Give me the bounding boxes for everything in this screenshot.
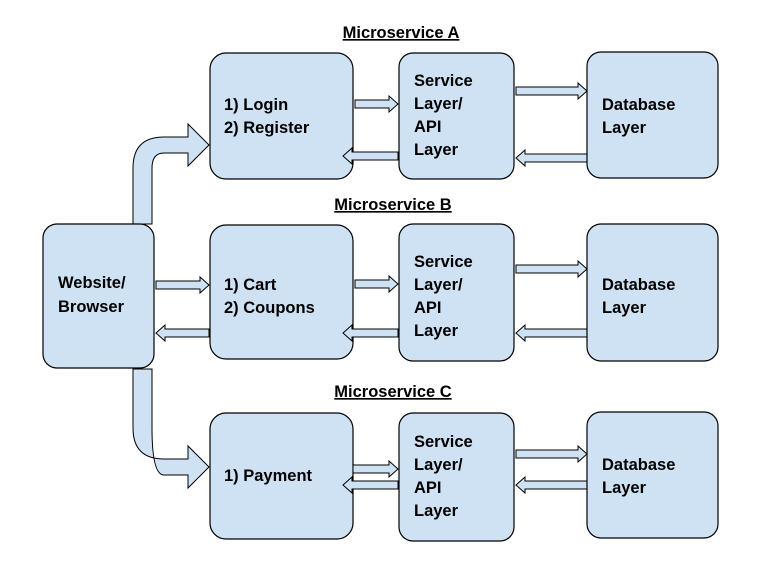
microservice-c-service-layer-box: Service Layer/ API Layer bbox=[398, 412, 515, 542]
c-database-line-2: Layer bbox=[602, 479, 647, 497]
b-service-line-2: Layer/ bbox=[414, 276, 463, 294]
c-service-to-database-arrow bbox=[515, 444, 588, 464]
b-service-to-function-arrow bbox=[342, 323, 399, 343]
c-service-line-1: Service bbox=[414, 433, 473, 451]
payment-label: 1) Payment bbox=[224, 467, 313, 485]
b-service-line-4: Layer bbox=[414, 322, 459, 340]
b-database-line-2: Layer bbox=[602, 299, 647, 317]
browser-to-microservice-b-arrow bbox=[155, 275, 210, 295]
b-service-line-3: API bbox=[414, 299, 442, 317]
microservice-a-function-box: 1) Login 2) Register bbox=[209, 52, 354, 180]
microservice-c-database-box: Database Layer bbox=[586, 411, 719, 539]
microservice-b-service-layer-box: Service Layer/ API Layer bbox=[398, 223, 515, 362]
microservice-b-function-box: 1) Cart 2) Coupons bbox=[209, 224, 354, 360]
microservice-b-heading: Microservice B bbox=[334, 196, 451, 214]
b-function-to-service-arrow bbox=[354, 274, 399, 294]
b-service-line-1: Service bbox=[414, 253, 473, 271]
c-database-to-service-arrow bbox=[515, 475, 588, 495]
browser-to-microservice-c-arrow bbox=[132, 368, 210, 490]
browser-to-microservice-a-arrow bbox=[132, 122, 210, 225]
browser-label-line-2: Browser bbox=[58, 298, 125, 316]
a-service-line-2: Layer/ bbox=[414, 95, 463, 113]
cart-label: 1) Cart bbox=[224, 276, 277, 294]
c-database-line-1: Database bbox=[602, 456, 675, 474]
a-service-to-function-arrow bbox=[342, 146, 399, 166]
a-service-line-1: Service bbox=[414, 72, 473, 90]
a-service-line-4: Layer bbox=[414, 141, 459, 159]
microservice-b-database-box: Database Layer bbox=[586, 223, 719, 362]
c-function-to-service-arrow bbox=[352, 459, 399, 479]
c-service-line-3: API bbox=[414, 479, 442, 497]
a-database-line-2: Layer bbox=[602, 119, 647, 137]
b-service-to-database-arrow bbox=[515, 259, 588, 279]
a-function-to-service-arrow bbox=[354, 94, 399, 114]
b-database-line-1: Database bbox=[602, 276, 675, 294]
a-service-to-database-arrow bbox=[515, 81, 588, 101]
microservice-a-service-layer-box: Service Layer/ API Layer bbox=[398, 52, 515, 180]
microservice-c-heading: Microservice C bbox=[334, 383, 451, 401]
login-label: 1) Login bbox=[224, 96, 288, 114]
register-label: 2) Register bbox=[224, 119, 310, 137]
a-database-line-1: Database bbox=[602, 96, 675, 114]
a-database-to-service-arrow bbox=[515, 148, 588, 168]
microservice-b-to-browser-arrow bbox=[155, 323, 210, 343]
browser-label-line-1: Website/ bbox=[58, 274, 126, 292]
a-service-line-3: API bbox=[414, 118, 442, 136]
microservice-a-heading: Microservice A bbox=[343, 24, 460, 42]
c-service-to-function-arrow bbox=[342, 475, 399, 495]
microservice-a-database-box: Database Layer bbox=[586, 51, 719, 179]
b-database-to-service-arrow bbox=[515, 323, 588, 343]
microservice-c-function-box: 1) Payment bbox=[209, 412, 354, 540]
website-browser-box: Website/ Browser bbox=[42, 223, 155, 369]
coupons-label: 2) Coupons bbox=[224, 299, 315, 317]
c-service-line-2: Layer/ bbox=[414, 456, 463, 474]
c-service-line-4: Layer bbox=[414, 502, 459, 520]
